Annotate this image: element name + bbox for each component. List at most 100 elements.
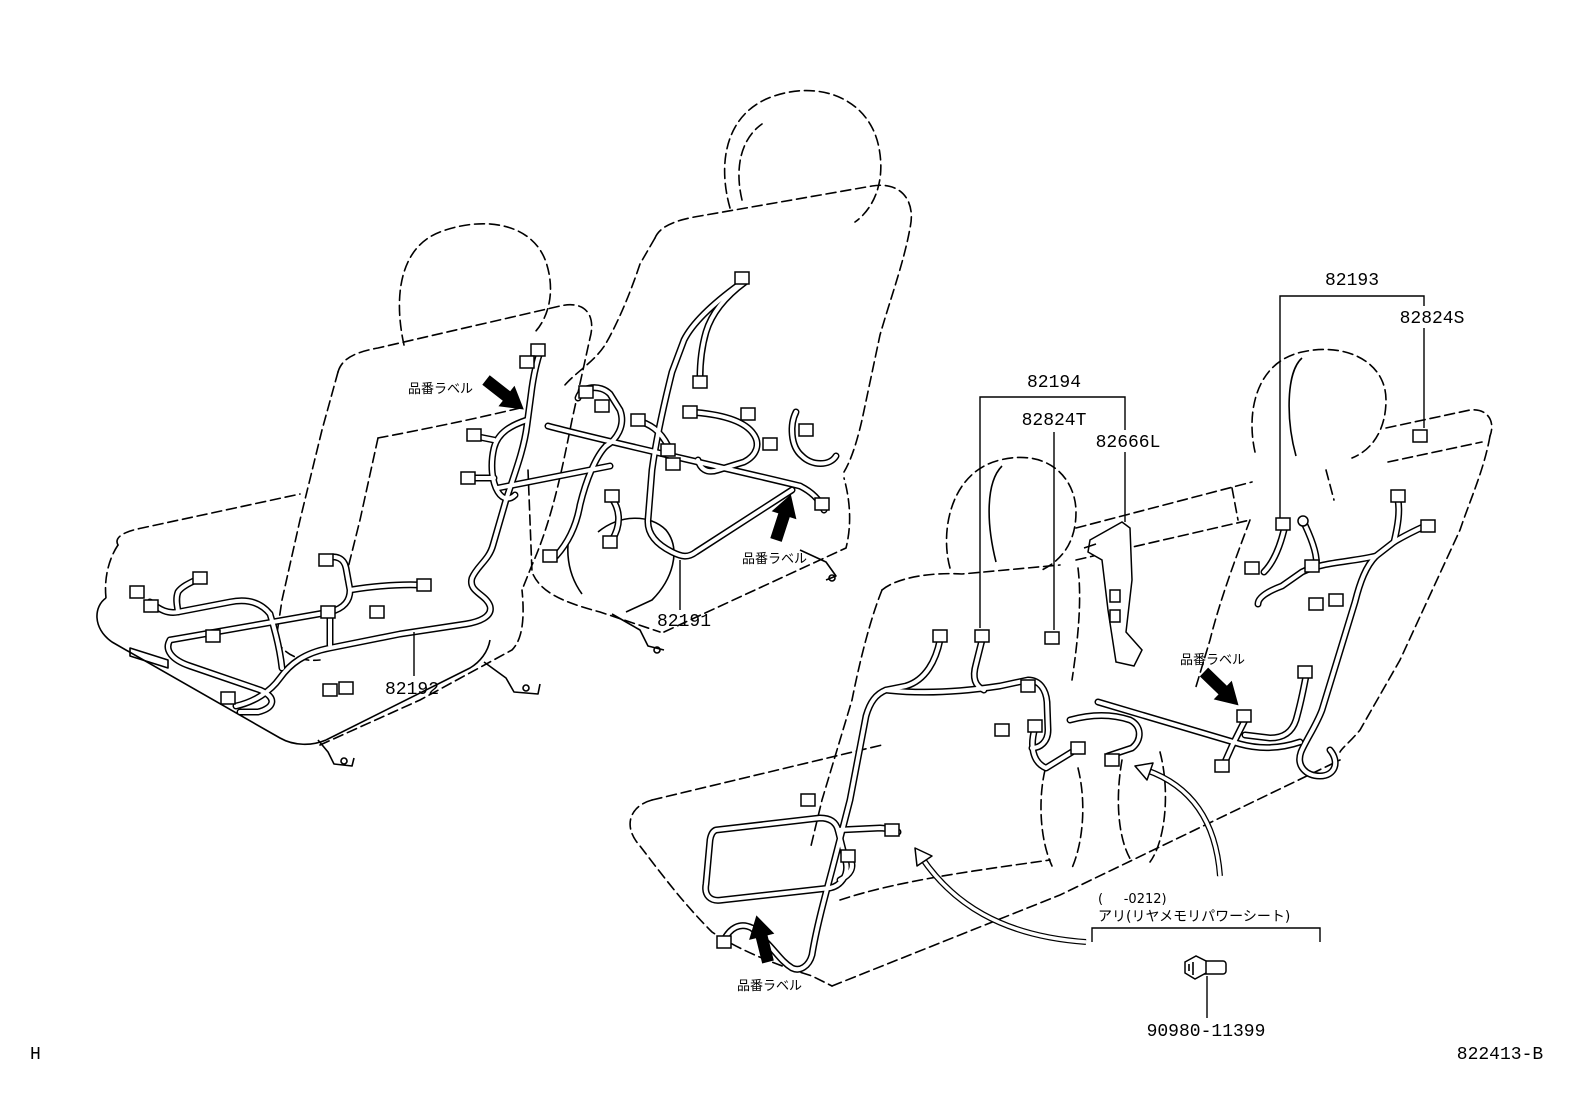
headrest-inner-line: [1288, 357, 1303, 457]
applicability-condition: アリ(リヤメモリパワーシート): [1098, 909, 1290, 925]
front-seat-left: [96, 222, 593, 767]
connector: [630, 413, 646, 427]
connector: [192, 571, 208, 585]
connector: [798, 423, 814, 437]
bracket-82666L: [1083, 521, 1143, 667]
connector: [740, 407, 756, 421]
seatback-top-outline: [1385, 409, 1493, 437]
connector: [466, 428, 482, 442]
connector: [322, 683, 338, 697]
connector: [1027, 719, 1043, 733]
connector: [369, 605, 385, 619]
connector: [602, 535, 618, 549]
seatback-outline: [275, 371, 339, 641]
cushion-divider: [1040, 769, 1053, 867]
connector: [716, 935, 732, 949]
headrest-outline: [723, 89, 882, 223]
connector: [974, 629, 990, 643]
connector: [1297, 665, 1313, 679]
connector: [800, 793, 816, 807]
connector: [814, 497, 830, 511]
cushion-side: [597, 517, 675, 613]
cushion-outline: [629, 799, 833, 987]
curve-arrowhead-icon: [914, 847, 933, 867]
headrest-outline: [1251, 348, 1387, 459]
seat-rail: [799, 549, 837, 581]
connector: [542, 549, 558, 563]
part-label-note: 品番ラベル: [1180, 653, 1245, 668]
connector: [884, 823, 900, 837]
cushion-outline: [527, 469, 661, 633]
part-number-82191[interactable]: 82191: [657, 612, 711, 632]
connector: [1244, 561, 1260, 575]
leader-lines: [413, 295, 1425, 1018]
seat-frame: [325, 639, 491, 741]
part-number-90980-11399[interactable]: 90980-11399: [1147, 1022, 1266, 1042]
seatback-top-outline: [1387, 441, 1483, 463]
connector: [320, 605, 336, 619]
part-label-note: 品番ラベル: [742, 552, 807, 567]
connector: [530, 343, 546, 357]
cushion-divider: [1071, 767, 1084, 869]
curve-arrowhead-icon: [1134, 762, 1154, 781]
part-number-82666L[interactable]: 82666L: [1096, 433, 1161, 453]
seat-frame: [96, 597, 327, 746]
connector: [519, 355, 535, 369]
connector: [318, 553, 334, 567]
part-number-82824T[interactable]: 82824T: [1022, 411, 1087, 431]
connector: [129, 585, 145, 599]
arrow-icon: [482, 375, 524, 410]
part-number-82192[interactable]: 82192: [385, 680, 439, 700]
connector: [1104, 753, 1120, 767]
rail-bolt: [653, 646, 661, 654]
arrow-icon: [1199, 667, 1239, 706]
seatback-outline: [809, 589, 883, 851]
cushion-outline: [651, 744, 883, 801]
connector: [682, 405, 698, 419]
connector: [220, 691, 236, 705]
connector-housing-90980-11399: [1184, 955, 1227, 980]
seatback-outline: [654, 184, 913, 473]
connector: [594, 399, 610, 413]
part-label-note: 品番ラベル: [408, 382, 473, 397]
seatback-outline: [1339, 435, 1491, 753]
harness-outline: [150, 282, 1425, 969]
seat-rail: [317, 739, 355, 767]
connector: [143, 599, 159, 613]
connector: [1328, 593, 1344, 607]
cushion-outline: [839, 859, 1051, 901]
leader-82194: [979, 396, 1126, 628]
seat-switch: [129, 647, 169, 669]
connector: [1412, 429, 1428, 443]
applicability-bracket: [1091, 927, 1321, 942]
seat-rail: [611, 613, 665, 651]
part-number-82194[interactable]: 82194: [1027, 373, 1081, 393]
seatback-outline: [337, 303, 593, 591]
connector: [1070, 741, 1086, 755]
connector: [1304, 559, 1320, 573]
headrest-outline: [398, 222, 552, 346]
connector: [994, 723, 1010, 737]
connector: [692, 375, 708, 389]
connector: [665, 457, 681, 471]
seatback-outline: [1194, 519, 1251, 691]
connector: [1236, 709, 1252, 723]
cushion-outline: [663, 477, 851, 633]
applicability-period: ( -0212): [1098, 892, 1167, 907]
connector: [932, 629, 948, 643]
part-number-82824S[interactable]: 82824S: [1400, 309, 1465, 329]
connector: [1044, 631, 1060, 645]
connector: [1020, 679, 1036, 693]
grommet: [1297, 515, 1309, 527]
connector: [578, 385, 594, 399]
connector: [762, 437, 778, 451]
part-number-82193[interactable]: 82193: [1325, 271, 1379, 291]
connector: [416, 578, 432, 592]
label-location-arrows: [482, 375, 1239, 964]
seatback-outline: [1071, 567, 1081, 681]
illustration-number: 822413-B: [1457, 1045, 1544, 1065]
connector: [1214, 759, 1230, 773]
connector: [660, 443, 676, 457]
headrest-outline: [945, 456, 1077, 571]
connector: [1420, 519, 1436, 533]
